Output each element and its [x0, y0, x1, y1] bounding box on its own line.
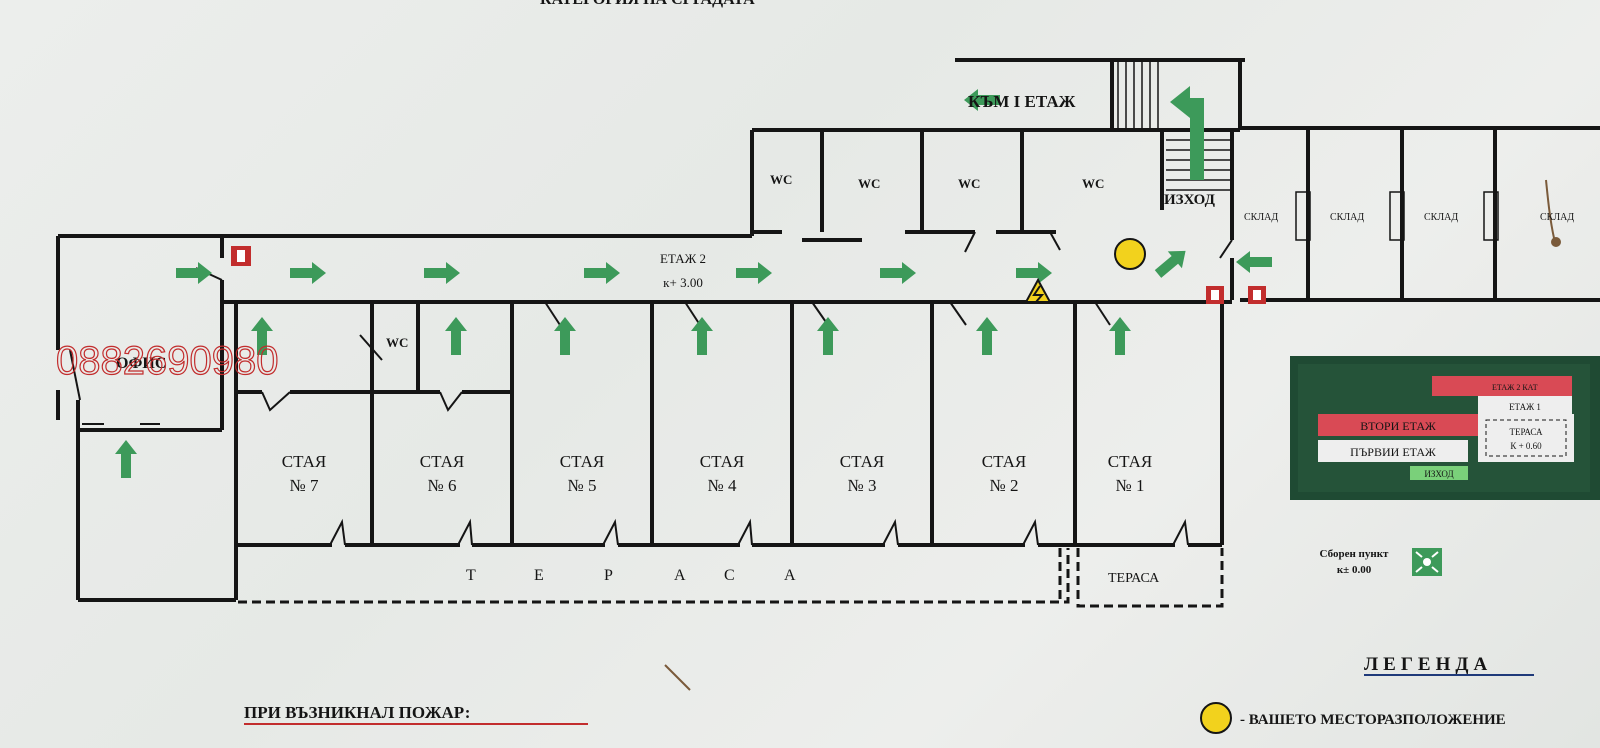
phone-watermark: 0882690980	[56, 339, 278, 383]
room-label: СТАЯ	[560, 452, 605, 471]
wc-label: WC	[858, 176, 880, 191]
assembly-label: Сборен пункт	[1320, 548, 1390, 560]
floor-elevation: к+ 3.00	[663, 275, 703, 290]
terrace-letter: Р	[604, 567, 613, 584]
legend-marker-icon	[1200, 702, 1232, 734]
room-number: № 1	[1116, 476, 1145, 495]
storage-label: СКЛАД	[1540, 212, 1574, 223]
wc-label: WC	[386, 335, 408, 350]
overview-terrace-level: К + 0.60	[1510, 441, 1542, 451]
storage-label: СКЛАД	[1330, 212, 1364, 223]
assembly-point-icon	[1412, 548, 1442, 576]
wc-label: WC	[770, 172, 792, 187]
overview-first-floor: ПЪРВИИ ЕТАЖ	[1350, 445, 1436, 459]
room-label: СТАЯ	[840, 452, 885, 471]
assembly-level: к± 0.00	[1337, 564, 1372, 576]
floor-plan-walls	[56, 58, 1600, 602]
room-number: № 3	[848, 476, 877, 495]
terrace-outline	[234, 548, 1224, 608]
room-label: СТАЯ	[420, 452, 465, 471]
room-number: № 5	[568, 476, 597, 495]
terrace-letter: Е	[534, 567, 544, 584]
fire-heading: ПРИ ВЪЗНИКНАЛ ПОЖАР:	[244, 703, 470, 722]
terrace-letter: А	[784, 567, 796, 584]
overview-terrace: ТЕРАСА	[1510, 427, 1543, 437]
overview-exit: ИЗХОД	[1424, 469, 1453, 479]
you-are-here-marker	[1114, 238, 1146, 270]
overview-floor1-tag: ЕТАЖ 1	[1509, 402, 1541, 412]
overview-second-floor: ВТОРИ ЕТАЖ	[1360, 419, 1436, 433]
storage-label: СКЛАД	[1424, 212, 1458, 223]
wc-label: WC	[958, 176, 980, 191]
building-overview	[1290, 356, 1600, 500]
electrical-hazard-icon	[1024, 277, 1052, 303]
room-label: СТАЯ	[1108, 452, 1153, 471]
doors	[69, 231, 1233, 546]
surface-stain	[664, 179, 1561, 691]
room-label: СТАЯ	[700, 452, 745, 471]
room-label: СТАЯ	[982, 452, 1027, 471]
terrace-letter: Т	[466, 567, 476, 584]
room-number: № 7	[290, 476, 319, 495]
room-number: № 6	[428, 476, 457, 495]
stairs-label: КЪМ І ЕТАЖ	[968, 92, 1076, 111]
evacuation-arrows	[115, 86, 1272, 478]
room-label: СТАЯ	[282, 452, 327, 471]
room-number: № 2	[990, 476, 1019, 495]
terrace-label-small: ТЕРАСА	[1108, 571, 1160, 586]
floor-label: ЕТАЖ 2	[660, 251, 706, 266]
storage-label: СКЛАД	[1244, 212, 1278, 223]
stairs	[1117, 60, 1232, 191]
legend-item: - ВАШЕТО МЕСТОРАЗПОЛОЖЕНИЕ	[1240, 712, 1506, 728]
terrace-letter: С	[724, 567, 735, 584]
room-number: № 4	[708, 476, 737, 495]
fire-extinguisher-icons	[231, 246, 1266, 304]
legend-title: ЛЕГЕНДА	[1364, 654, 1492, 675]
office-label: ОФИС	[116, 355, 166, 372]
storage-shelves	[1295, 191, 1499, 241]
wc-label: WC	[1082, 176, 1104, 191]
overview-floor2-tag: ЕТАЖ 2 КАТ	[1492, 383, 1538, 392]
exit-label: ИЗХОД	[1164, 192, 1216, 208]
terrace-letter: А	[674, 567, 686, 584]
header-fragment: КАТЕГОРИЯ НА СГРАДАТА	[540, 0, 755, 8]
